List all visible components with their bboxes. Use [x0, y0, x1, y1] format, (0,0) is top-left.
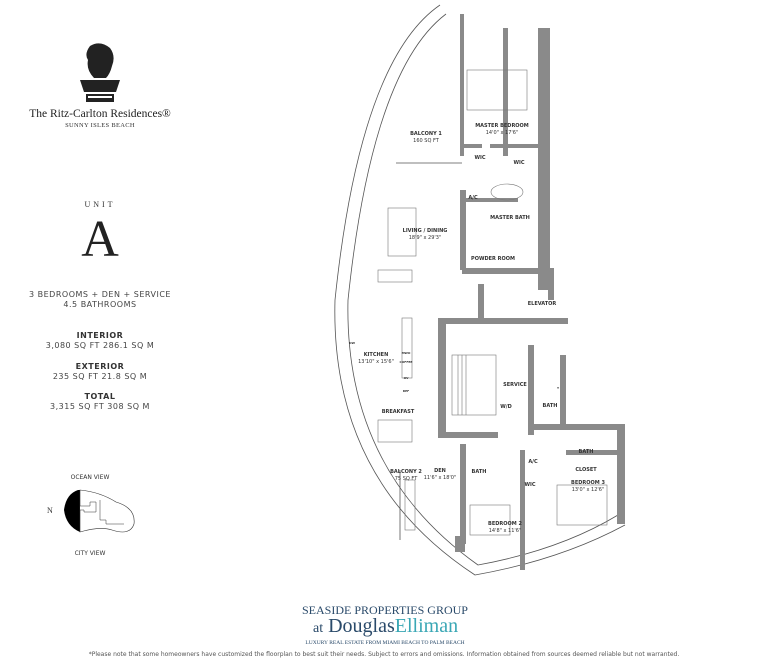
room-label: BEDROOM 3 — [571, 480, 605, 486]
city-view-label: CITY VIEW — [74, 550, 106, 557]
room-label: MWO — [402, 351, 411, 355]
room-label: DW — [349, 341, 355, 345]
unit-letter: A — [81, 211, 119, 268]
room-label: BATH — [579, 449, 594, 455]
unit-label: UNIT — [84, 200, 116, 209]
north-label: N — [47, 506, 53, 515]
room-label: W/D — [500, 404, 512, 410]
room-label: 13'10" x 15'6" — [358, 359, 394, 365]
room-label: KITCHEN — [364, 352, 389, 358]
interior-label: INTERIOR — [76, 331, 124, 340]
room-label: REF — [403, 389, 409, 393]
footer-brand: at DouglasElliman — [313, 615, 458, 640]
room-label: WIC — [474, 155, 485, 161]
room-label: 160 SQ FT — [413, 138, 440, 144]
room-label: MASTER BEDROOM — [475, 123, 529, 129]
room-label: BALCONY 2 — [390, 469, 422, 475]
interior-value: 3,080 SQ FT 286.1 SQ M — [45, 341, 155, 350]
exterior-value: 235 SQ FT 21.8 SQ M — [52, 372, 148, 381]
footer-brand-elliman: Elliman — [394, 615, 459, 637]
room-label: T — [557, 386, 560, 390]
brand-name: The Ritz-Carlton Residences® — [29, 108, 171, 120]
baths-summary: 4.5 BATHROOMS — [63, 300, 137, 309]
key-plan-icon — [64, 489, 135, 533]
footer-brand-douglas: Douglas — [328, 615, 395, 637]
room-label: 11'6" x 18'0" — [424, 475, 457, 481]
room-label: 13'0" x 12'6" — [572, 487, 605, 493]
total-label: TOTAL — [84, 392, 116, 401]
walls — [438, 14, 625, 570]
room-label: A/C — [528, 459, 538, 465]
room-label: MASTER BATH — [490, 215, 530, 221]
room-label: OV — [404, 376, 409, 380]
room-label: BALCONY 1 — [410, 131, 442, 137]
exterior-label: EXTERIOR — [75, 362, 125, 371]
room-label: 18'9" x 29'3" — [409, 235, 442, 241]
room-label: BATH — [543, 403, 558, 409]
outer-curve — [334, 4, 626, 576]
floor-plan: MASTER BEDROOM 14'0" x 17'6" BALCONY 1 1… — [334, 4, 626, 576]
room-label: COFFEE — [400, 360, 413, 364]
room-label: POWDER ROOM — [471, 256, 515, 262]
ocean-view-label: OCEAN VIEW — [70, 474, 110, 481]
room-label: 75 SQ FT — [395, 476, 418, 482]
room-label: WIC — [513, 160, 524, 166]
room-label: ELEVATOR — [528, 301, 557, 307]
room-labels: MASTER BEDROOM 14'0" x 17'6" BALCONY 1 1… — [358, 123, 605, 534]
footer-at: at — [313, 621, 324, 636]
room-label: WIC — [524, 482, 535, 488]
room-label: 14'8" x 11'6" — [489, 528, 522, 534]
room-label: DEN — [434, 468, 446, 474]
footer-tagline: LUXURY REAL ESTATE FROM MIAMI BEACH TO P… — [305, 640, 465, 646]
footer-group: SEASIDE PROPERTIES GROUP — [302, 603, 468, 617]
room-label: LIVING / DINING — [403, 228, 448, 234]
furniture — [377, 69, 608, 536]
room-label: 14'0" x 17'6" — [486, 130, 519, 136]
total-value: 3,315 SQ FT 308 SQ M — [50, 402, 150, 411]
room-label: CLOSET — [575, 467, 597, 473]
room-label: A/C — [468, 195, 478, 201]
disclaimer: *Please note that some homeowners have c… — [88, 651, 680, 658]
room-label: BREAKFAST — [382, 409, 415, 415]
lion-crown-logo — [80, 43, 120, 102]
brand-location: Sunny Isles Beach — [65, 122, 135, 129]
room-label: BEDROOM 2 — [488, 521, 522, 527]
room-label: BATH — [472, 469, 487, 475]
appliance-labels: DW MWO COFFEE OV REF T — [349, 341, 560, 393]
room-label: SERVICE — [503, 382, 527, 388]
rooms-summary: 3 BEDROOMS + DEN + SERVICE — [29, 290, 171, 299]
